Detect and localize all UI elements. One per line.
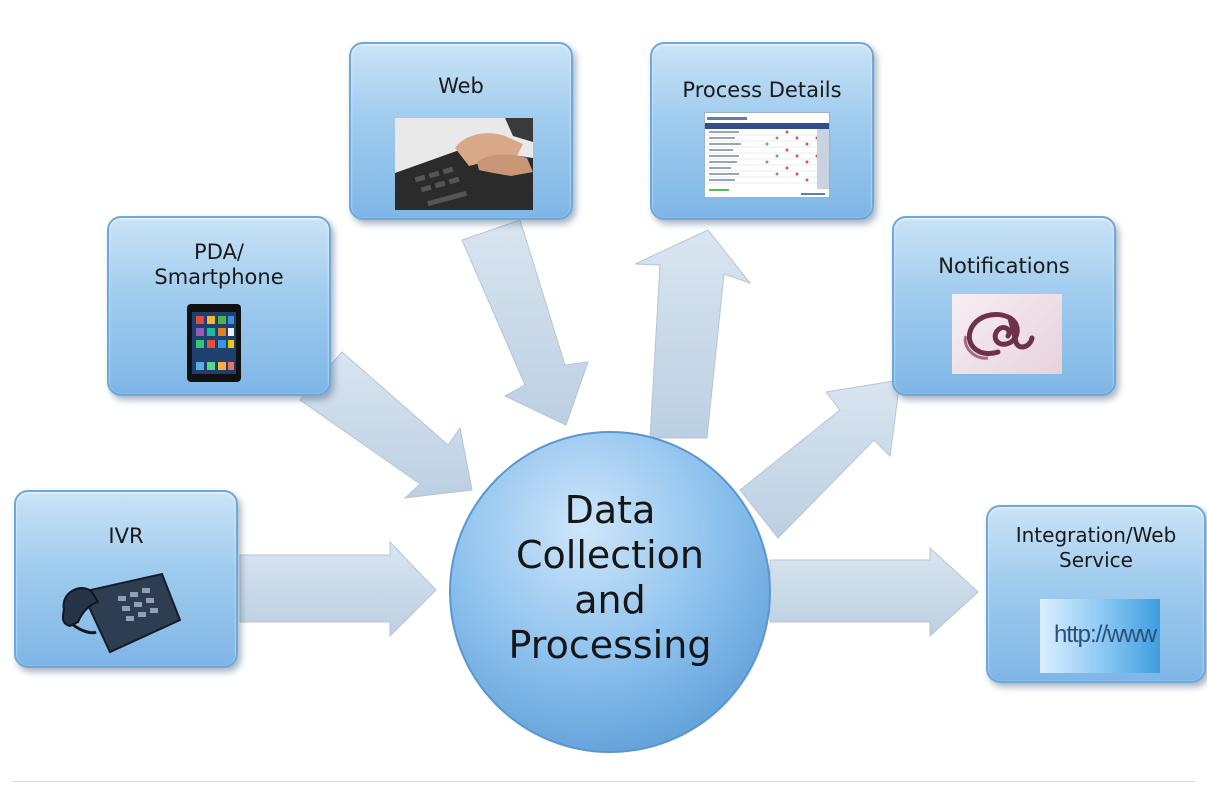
- http-url-text: http://www: [1054, 621, 1157, 648]
- arrow-center-to-integration: [769, 546, 979, 638]
- footer-rule: [12, 781, 1195, 782]
- node-integration: Integration/Web Service http://www: [986, 505, 1206, 683]
- laptop-typing-icon: [395, 118, 533, 210]
- node-notifications-label: Notifications: [938, 254, 1070, 278]
- email-at-icon: [952, 294, 1062, 374]
- http-url-icon: http://www: [1040, 599, 1160, 673]
- node-pda-label: PDA/ Smartphone: [154, 240, 284, 289]
- arrow-ivr-to-center: [239, 540, 437, 638]
- smartphone-icon: [187, 304, 241, 382]
- node-ivr-label: IVR: [108, 524, 144, 548]
- arrow-pda-to-center: [299, 351, 473, 499]
- node-pda: PDA/ Smartphone: [107, 216, 331, 396]
- arrow-center-to-process-details: [634, 229, 752, 439]
- node-process-details-label: Process Details: [682, 78, 842, 102]
- node-notifications: Notifications: [892, 216, 1116, 396]
- center-label: Data Collection and Processing: [508, 488, 712, 667]
- arrow-web-to-center: [461, 219, 589, 426]
- spreadsheet-icon: [704, 112, 830, 198]
- node-web: Web: [349, 42, 573, 220]
- arrow-center-to-notifications: [739, 379, 901, 539]
- desk-phone-icon: [52, 562, 182, 654]
- node-integration-label: Integration/Web Service: [1015, 523, 1177, 572]
- node-ivr: IVR: [14, 490, 238, 668]
- node-process-details: Process Details: [650, 42, 874, 220]
- node-web-label: Web: [438, 74, 484, 98]
- center-circle: [449, 431, 771, 753]
